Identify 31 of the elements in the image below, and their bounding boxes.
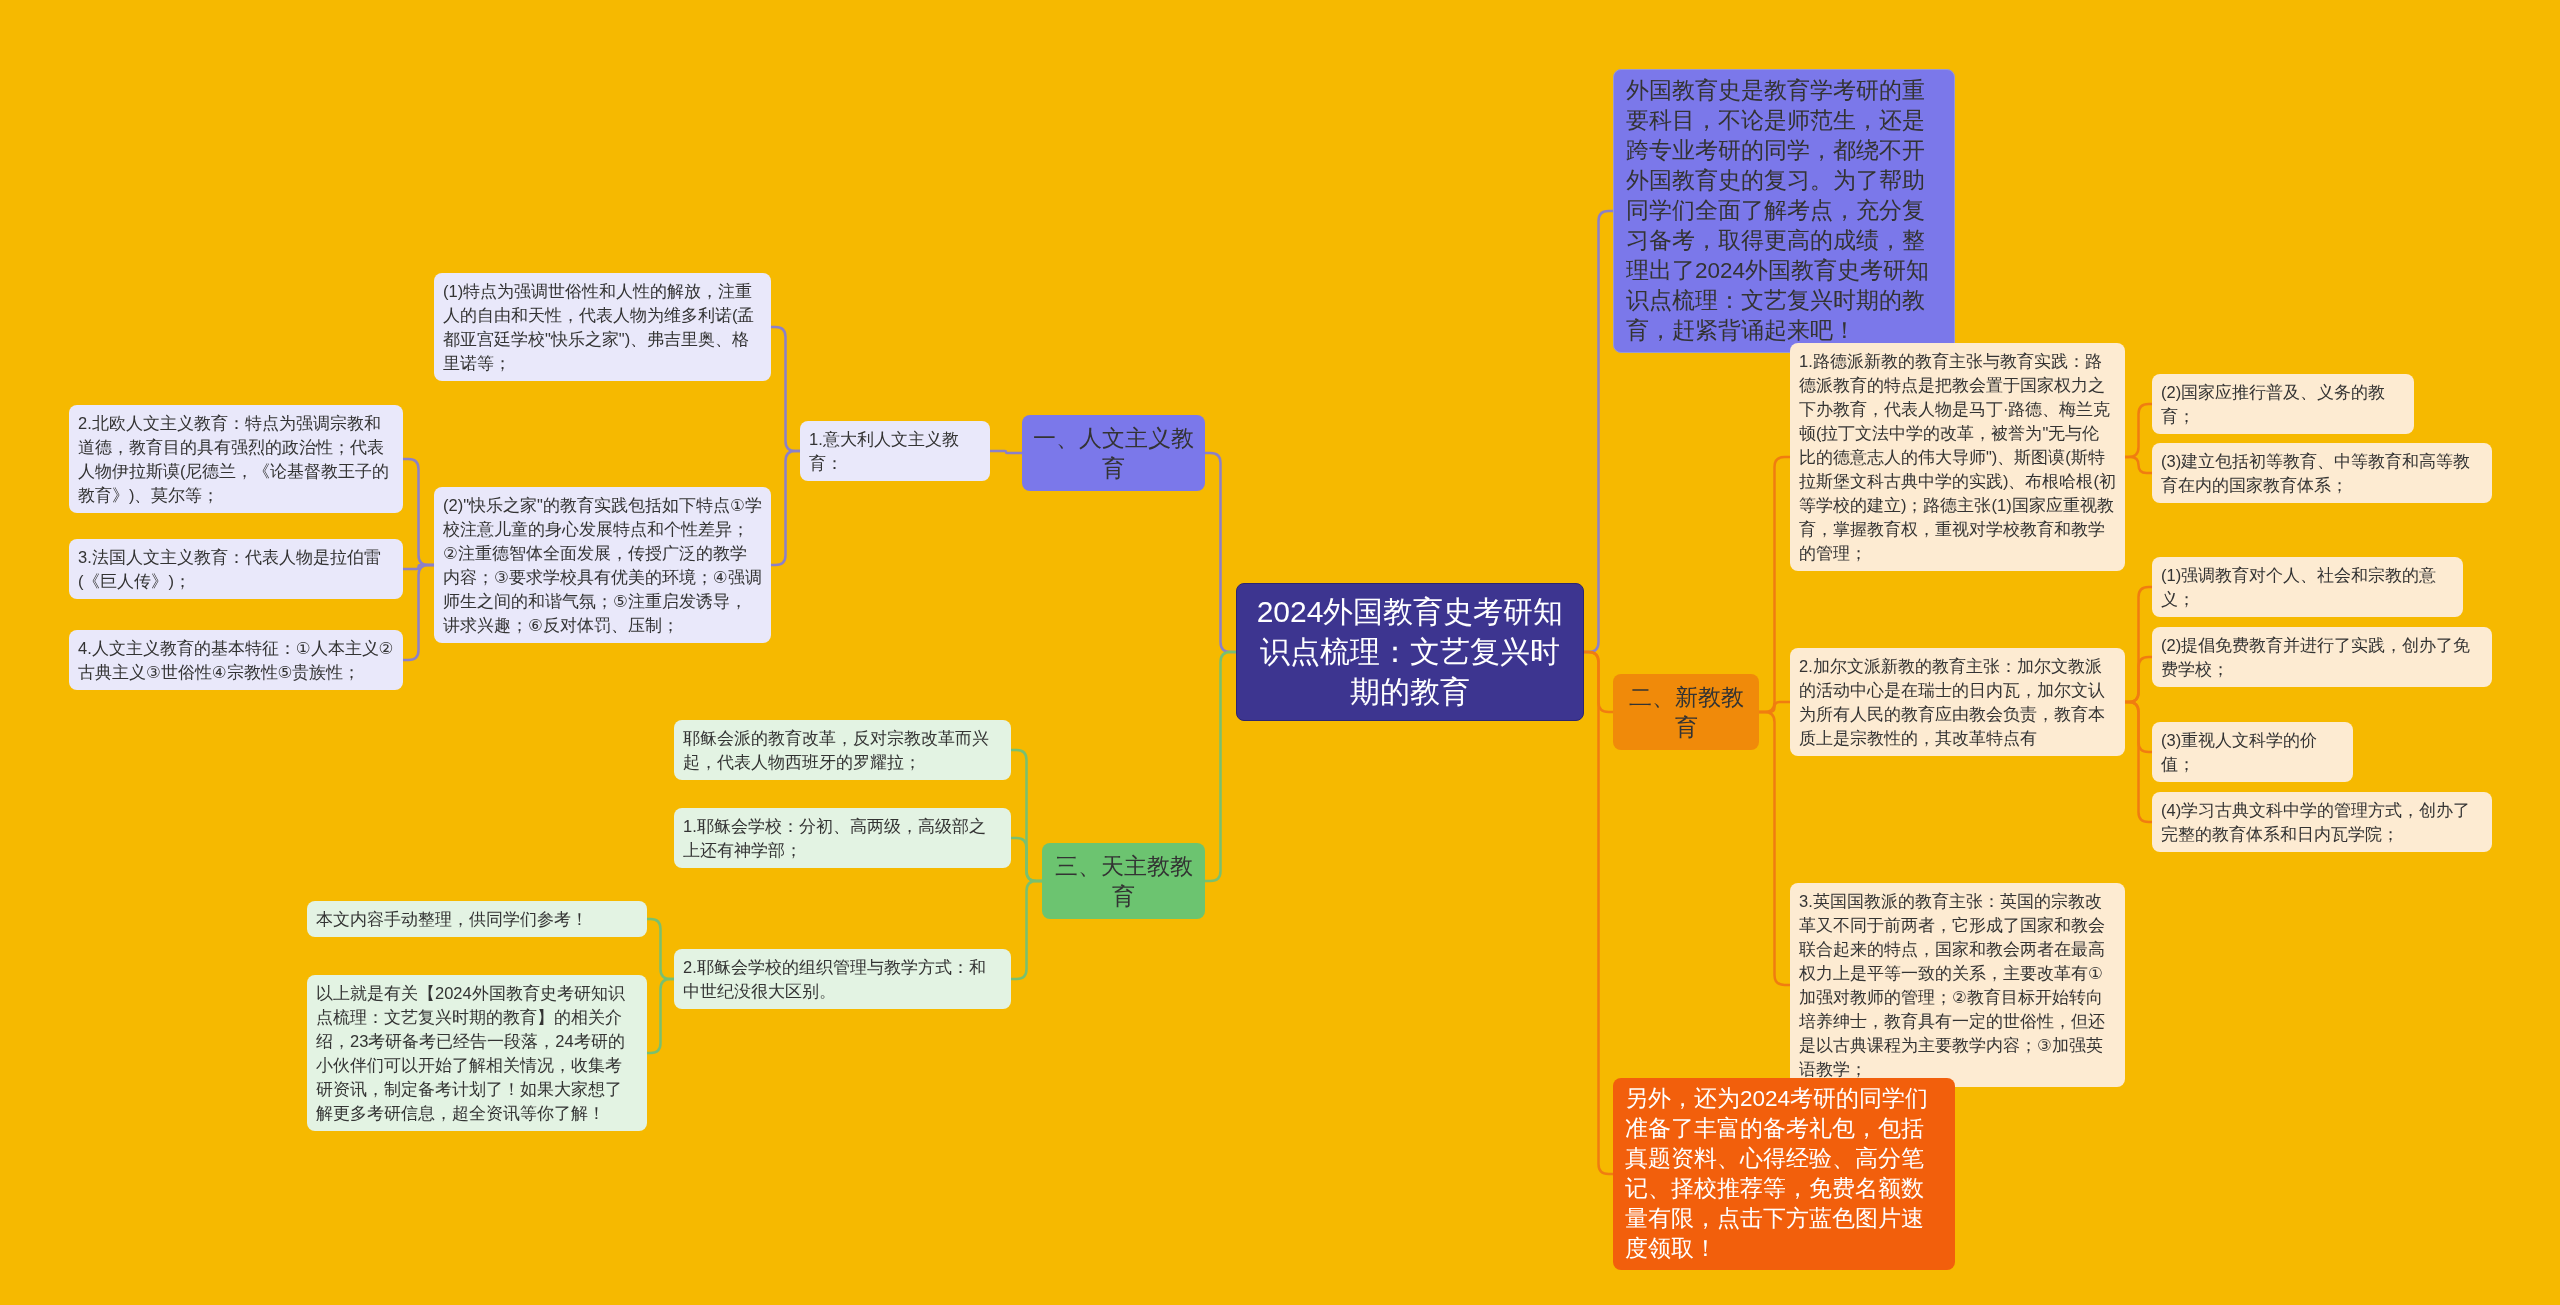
note-box: 1.耶稣会学校：分初、高两级，高级部之上还有神学部；: [674, 808, 1011, 868]
connector-line: [1584, 650, 1613, 1176]
note-box: (3)建立包括初等教育、中等教育和高等教育在内的国家教育体系；: [2152, 443, 2492, 503]
connector-line: [1759, 710, 1790, 987]
central-topic-box: 2024外国教育史考研知识点梳理：文艺复兴时期的教育: [1236, 583, 1584, 721]
note-box: (2)提倡免费教育并进行了实践，创办了免费学校；: [2152, 627, 2492, 687]
note-box: 2.耶稣会学校的组织管理与教学方式：和中世纪没很大区别。: [674, 949, 1011, 1009]
note-box: (4)学习古典文科中学的管理方式，创办了完整的教育体系和日内瓦学院；: [2152, 792, 2492, 852]
note-box: 3.英国国教派的教育主张：英国的宗教改革又不同于前两者，它形成了国家和教会联合起来的特点，国家和教会两者在最高权力上是平等一致的关系，主要改革有①加强对教师的管理；②教育目标开始转向培养绅士，教育具有一定的世俗性，但还是以古典课程为主要教学内容；③加强英语教学；: [1790, 883, 2125, 1087]
connector-line: [2125, 455, 2152, 475]
note-box: (2)"快乐之家"的教育实践包括如下特点①学校注意儿童的身心发展特点和个性差异；②注重德智体全面发展，传授广泛的教学内容；③要求学校具有优美的环境；④强调师生之间的和谐气氛；⑤注重启发诱导，讲求兴趣；⑥反对体罚、压制；: [434, 487, 771, 643]
intro-box: 外国教育史是教育学考研的重要科目，不论是师范生，还是跨专业考研的同学，都绕不开外国教育史的复习。为了帮助同学们全面了解考点，充分复习备考，取得更高的成绩，整理出了2024外国教育史考研知识点梳理：文艺复兴时期的教育，赶紧背诵起来吧！: [1613, 69, 1955, 353]
note-box: 4.人文主义教育的基本特征：①人本主义②古典主义③世俗性④宗教性⑤贵族性；: [69, 630, 403, 690]
note-box: (1)强调教育对个人、社会和宗教的意义；: [2152, 557, 2463, 617]
note-box: (2)国家应推行普及、义务的教育；: [2152, 374, 2414, 434]
note-box: 3.法国人文主义教育：代表人物是拉伯雷(《巨人传》)；: [69, 539, 403, 599]
note-box: (3)重视人文科学的价值；: [2152, 722, 2353, 782]
note-box: 以上就是有关【2024外国教育史考研知识点梳理：文艺复兴时期的教育】的相关介绍，23考研备考已经告一段落，24考研的小伙伴们可以开始了解相关情况，收集考研资讯，制定备考计划了！如果大家想了解更多考研信息，超全资讯等你了解！: [307, 975, 647, 1131]
subtopic-box: 1.意大利人文主义教育：: [800, 421, 990, 481]
connector-line: [2125, 700, 2152, 824]
connector-line: [990, 449, 1022, 455]
topic-box: 二、新教教育: [1613, 674, 1759, 750]
note-box: 1.路德派新教的教育主张与教育实践：路德派教育的特点是把教会置于国家权力之下办教育，代表人物是马丁·路德、梅兰克顿(拉丁文法中学的改革，被誉为"无与伦比的德意志人的伟大导师")、斯图谟(斯特拉斯堡文科古典中学的实践)、布根哈根(初等学校的建立)；路德主张(1)国家应重视教育，掌握教育权，重视对学校教育和教学的管理；: [1790, 343, 2125, 571]
note-box: 2.加尔文派新教的教育主张：加尔文教派的活动中心是在瑞士的日内瓦，加尔文认为所有人民的教育应由教会负责，教育本质上是宗教性的，其改革特点有: [1790, 648, 2125, 756]
topic-box: 一、人文主义教育: [1022, 415, 1205, 491]
note-box: 本文内容手动整理，供同学们参考！: [307, 901, 647, 937]
promo-box: 另外，还为2024考研的同学们准备了丰富的备考礼包，包括真题资料、心得经验、高分笔记、择校推荐等，免费名额数量有限，点击下方蓝色图片速度领取！: [1613, 1078, 1955, 1270]
note-box: (1)特点为强调世俗性和人性的解放，注重人的自由和天性，代表人物为维多利诺(孟都亚宫廷学校"快乐之家")、弗吉里奥、格里诺等；: [434, 273, 771, 381]
note-box: 耶稣会派的教育改革，反对宗教改革而兴起，代表人物西班牙的罗耀拉；: [674, 720, 1011, 780]
note-box: 2.北欧人文主义教育：特点为强调宗教和道德，教育目的具有强烈的政治性；代表人物伊拉斯谟(尼德兰，《论基督教王子的教育》)、莫尔等；: [69, 405, 403, 513]
topic-box: 三、天主教教育: [1042, 843, 1205, 919]
